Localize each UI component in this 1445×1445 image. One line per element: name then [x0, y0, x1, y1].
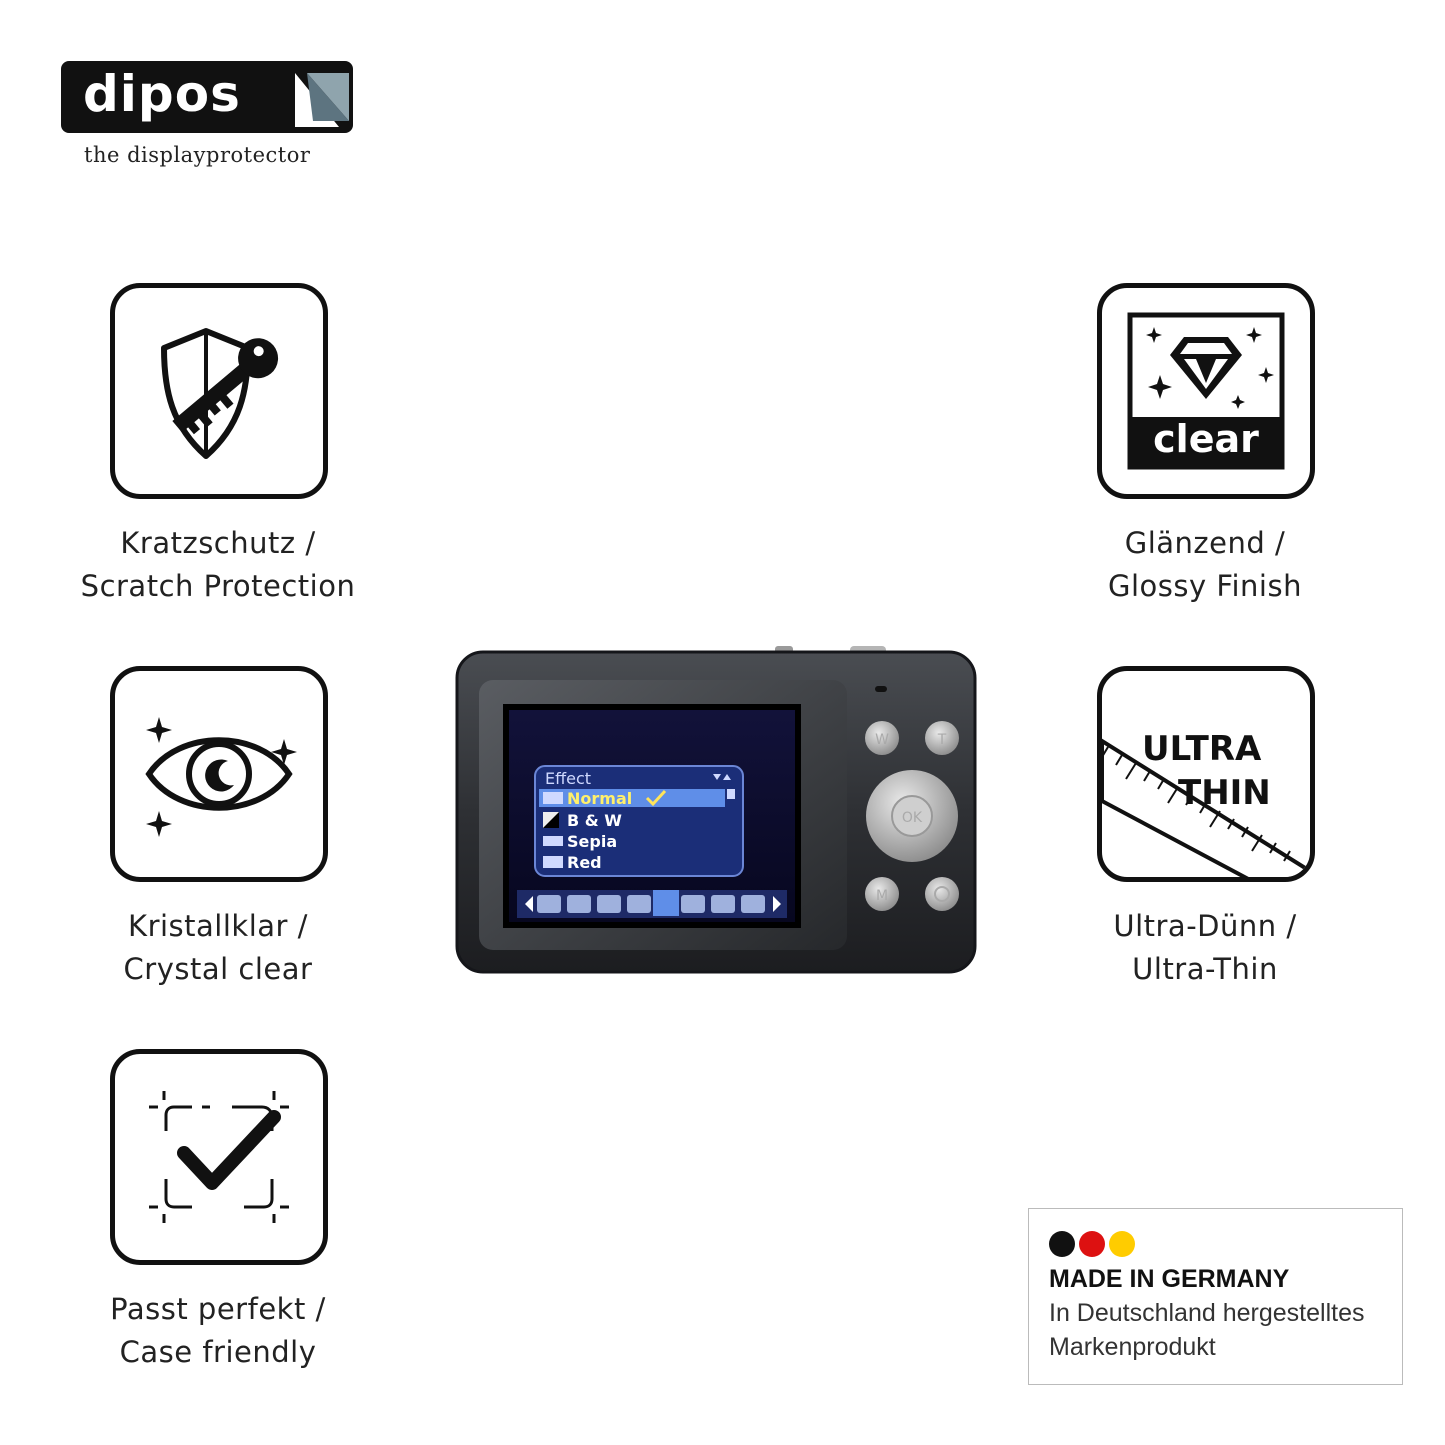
caption-clear: Kristallklar / Crystal clear: [38, 905, 398, 991]
zoom-tele-button[interactable]: [925, 721, 959, 755]
logo-word: dipos: [83, 65, 241, 123]
feature-tile-fit: [110, 1049, 328, 1265]
logo-tagline: the displayprotector: [84, 143, 311, 167]
ruler-icon: [1102, 738, 1310, 877]
camera-product: Effect Normal B & W Sepia Red W: [455, 646, 977, 976]
menu-item-normal[interactable]: Normal: [567, 789, 632, 808]
menu-item-red[interactable]: Red: [567, 853, 602, 872]
made-in-line1: In Deutschland hergestelltes: [1049, 1299, 1365, 1327]
flag-dot-black: [1049, 1231, 1075, 1257]
caption-fit: Passt perfekt / Case friendly: [38, 1288, 398, 1374]
made-in-line2: Markenprodukt: [1049, 1333, 1216, 1361]
checkmark-frame-icon: [149, 1091, 289, 1223]
page-curl-icon: [295, 73, 349, 127]
made-in-germany-badge: MADE IN GERMANY In Deutschland hergestel…: [1028, 1208, 1403, 1385]
feature-tile-glossy: clear: [1097, 283, 1315, 499]
feature-tile-clear: [110, 666, 328, 882]
caption-clear-de: Kristallklar /: [128, 909, 308, 943]
caption-thin: Ultra-Dünn / Ultra-Thin: [1025, 905, 1385, 991]
caption-thin-en: Ultra-Thin: [1132, 952, 1278, 986]
mode-label: M: [876, 888, 888, 904]
ok-button[interactable]: [891, 795, 933, 837]
thin-label: THIN: [1178, 773, 1271, 813]
diamond-icon: [1127, 312, 1285, 470]
shield-key-icon: [161, 328, 279, 459]
caption-fit-en: Case friendly: [119, 1335, 317, 1369]
clear-badge-label: clear: [1153, 417, 1259, 461]
flag-dot-red: [1079, 1231, 1105, 1257]
caption-scratch-en: Scratch Protection: [80, 569, 356, 603]
camera-menu-title: Effect: [545, 769, 591, 788]
zoom-tele-label: T: [937, 732, 947, 748]
menu-item-bw[interactable]: B & W: [567, 811, 622, 830]
flag-dot-gold: [1109, 1231, 1135, 1257]
made-in-title: MADE IN GERMANY: [1049, 1265, 1290, 1293]
zoom-wide-label: W: [875, 732, 889, 748]
caption-scratch-de: Kratzschutz /: [120, 526, 316, 560]
menu-button[interactable]: [925, 877, 959, 911]
brand-logo: dipos: [61, 61, 353, 133]
caption-glossy-en: Glossy Finish: [1108, 569, 1302, 603]
caption-glossy-de: Glänzend /: [1124, 526, 1286, 560]
ultra-label: ULTRA: [1142, 729, 1262, 769]
mode-button[interactable]: [865, 877, 899, 911]
caption-thin-de: Ultra-Dünn /: [1113, 909, 1297, 943]
caption-scratch: Kratzschutz / Scratch Protection: [38, 522, 398, 608]
caption-glossy: Glänzend / Glossy Finish: [1025, 522, 1385, 608]
menu-item-sepia[interactable]: Sepia: [567, 832, 617, 851]
ok-label: OK: [902, 810, 923, 826]
caption-fit-de: Passt perfekt /: [110, 1292, 326, 1326]
eye-icon: [145, 717, 297, 837]
zoom-wide-button[interactable]: [865, 721, 899, 755]
camera-body: Effect Normal B & W Sepia Red W: [455, 646, 977, 974]
feature-tile-thin: ULTRA THIN: [1097, 666, 1315, 882]
caption-clear-en: Crystal clear: [123, 952, 313, 986]
feature-tile-scratch: [110, 283, 328, 499]
